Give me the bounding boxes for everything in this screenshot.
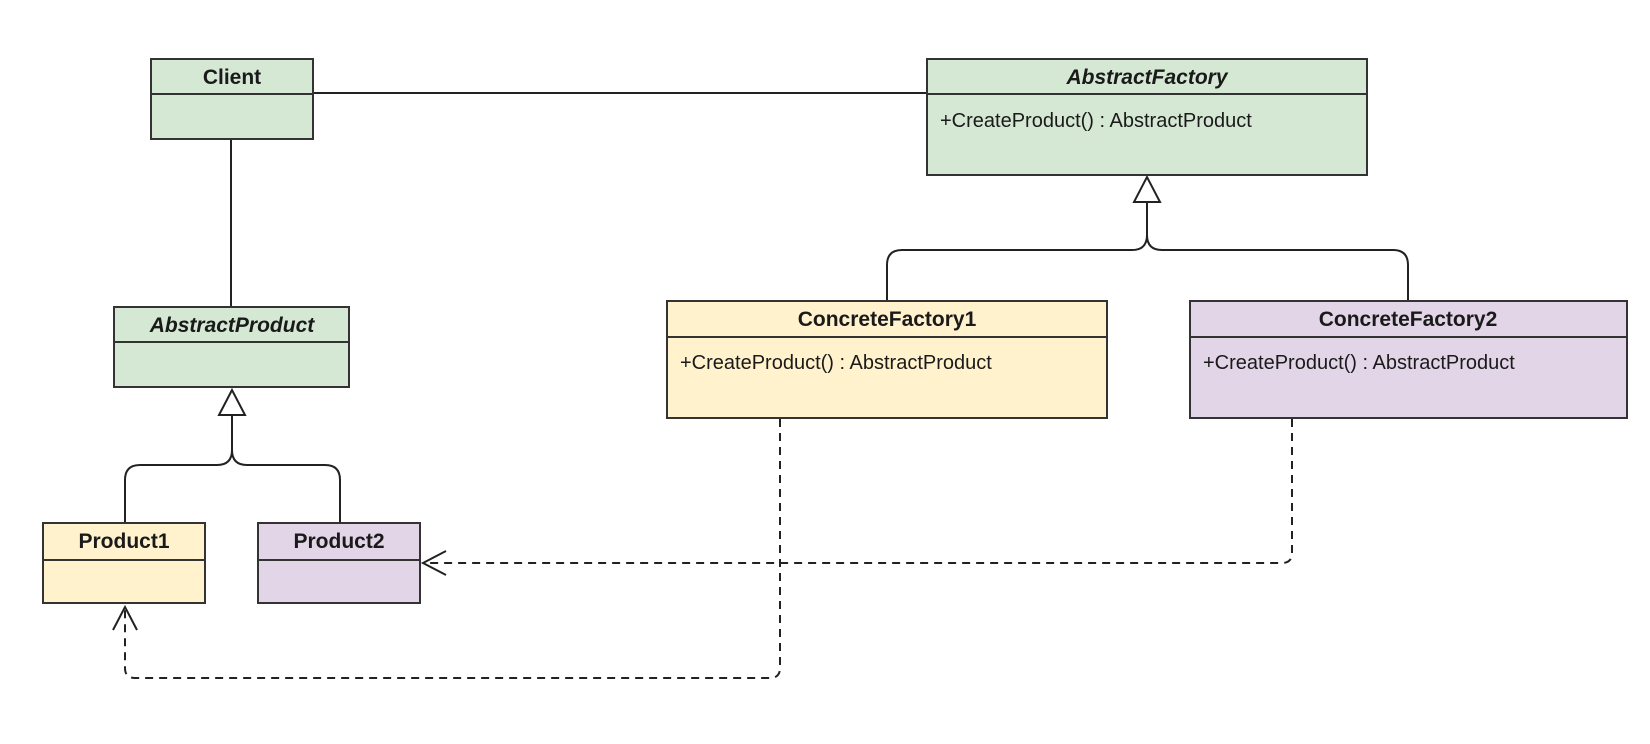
class-abstractproduct-name: AbstractProduct: [149, 314, 316, 337]
class-abstractproduct[interactable]: AbstractProduct: [113, 306, 350, 388]
generalization-product2[interactable]: [231, 449, 341, 523]
class-client-name: Client: [203, 66, 261, 89]
class-abstractproduct-box: [113, 306, 350, 388]
relations: [112, 92, 1409, 679]
dependency-arrowhead-product2: [420, 550, 447, 576]
class-abstractfactory-operation: +CreateProduct() : AbstractProduct: [940, 110, 1252, 132]
class-product1-box: [42, 522, 206, 604]
generalization-concretefactory2[interactable]: [1146, 234, 1409, 301]
class-concretefactory1-operation: +CreateProduct() : AbstractProduct: [680, 352, 992, 374]
generalization-arrow-abstractfactory: [1132, 174, 1162, 203]
class-concretefactory2-operation: +CreateProduct() : AbstractProduct: [1203, 352, 1515, 374]
class-concretefactory1-box: [666, 300, 1108, 419]
class-client-box: [150, 58, 314, 140]
dependency-concretefactory1-product1[interactable]: [124, 419, 781, 679]
class-concretefactory2-box: [1189, 300, 1628, 419]
dependency-arrowhead-product1: [112, 604, 138, 631]
class-abstractfactory[interactable]: AbstractFactory +CreateProduct() : Abstr…: [926, 58, 1368, 176]
class-client[interactable]: Client: [150, 58, 314, 140]
generalization-product1[interactable]: [124, 415, 233, 523]
generalization-concretefactory1[interactable]: [886, 202, 1148, 301]
class-product2[interactable]: Product2: [257, 522, 421, 604]
class-abstractfactory-box: [926, 58, 1368, 176]
generalization-arrow-abstractproduct: [217, 387, 247, 416]
dependency-concretefactory2-product2[interactable]: [423, 419, 1293, 564]
class-abstractfactory-name: AbstractFactory: [1065, 66, 1228, 89]
class-concretefactory1[interactable]: ConcreteFactory1 +CreateProduct() : Abst…: [666, 300, 1108, 419]
class-concretefactory1-name: ConcreteFactory1: [798, 308, 977, 331]
class-product2-name: Product2: [293, 530, 384, 553]
class-concretefactory2-name: ConcreteFactory2: [1319, 308, 1498, 331]
class-product1-name: Product1: [78, 530, 169, 553]
class-product2-box: [257, 522, 421, 604]
class-concretefactory2[interactable]: ConcreteFactory2 +CreateProduct() : Abst…: [1189, 300, 1628, 419]
class-product1[interactable]: Product1: [42, 522, 206, 604]
